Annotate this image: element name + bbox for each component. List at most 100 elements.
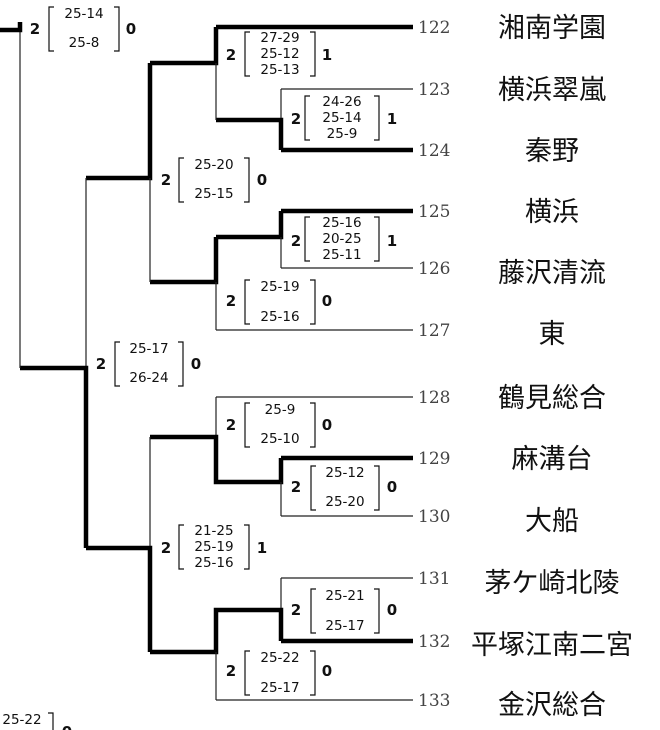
connector-upper-qf-win [86,63,153,181]
bracket-left [48,6,54,52]
bracket-left [304,216,310,262]
bracket-right [374,216,380,262]
bracket-left [178,524,184,570]
team-number: 123 [418,80,450,100]
match-score-129-130: 2 25-12 25-20 0 [291,465,397,511]
team-number: 126 [418,259,450,279]
set-score: 25-17 [260,680,299,696]
team-name: 茅ケ崎北陵 [485,568,620,599]
team-number: 128 [418,388,450,408]
match-score-bottom-partial: 25-22 0 [2,712,72,730]
match-score-131-132: 2 25-21 25-17 0 [291,588,397,634]
set-score: 25-16 [260,309,299,325]
team-name: 横浜翠嵐 [498,75,606,106]
team-name: 金沢総合 [498,690,606,721]
sets-won-loser: 1 [387,110,397,128]
bracket-right [310,31,316,77]
connector-lower-qf-win [86,545,153,652]
set-score: 25-14 [322,110,361,126]
match-score-132-133: 2 25-22 25-17 0 [226,650,332,696]
bracket-left [244,650,250,696]
sets-won-winner: 2 [30,20,40,38]
bracket-left [244,402,250,448]
bracket-right [244,524,250,570]
set-score: 25-16 [194,555,233,571]
team-number: 130 [418,507,450,527]
bracket-left [114,341,120,387]
bracket-right [310,402,316,448]
bracket-left [310,588,316,634]
connector-122-win [150,27,219,66]
sets-won-loser: 0 [257,171,267,189]
connector-sf-win [20,365,89,548]
set-score: 25-19 [260,279,299,295]
sets-won-winner: 2 [161,171,171,189]
connector-125-127-win [150,237,219,285]
sets-won-winner: 2 [96,355,106,373]
team-name: 大船 [525,506,579,537]
set-score: 25-12 [325,465,364,481]
bracket-left [244,279,250,325]
sets-won-winner: 2 [226,292,236,310]
set-score: 25-12 [260,46,299,62]
sets-won-loser: 1 [257,539,267,557]
sets-won-winner: 2 [291,232,301,250]
bracket-right [374,465,380,511]
team-number: 124 [418,141,450,161]
set-score: 25-22 [260,650,299,666]
bracket-right [178,341,184,387]
set-score: 20-25 [322,231,361,247]
sets-won-winner: 2 [226,46,236,64]
connector-125-126-win [216,211,284,240]
bracket-left [178,157,184,203]
sets-won-loser: 0 [126,20,136,38]
team-name: 秦野 [525,136,579,167]
team-name: 湘南学園 [498,13,606,44]
set-score: 25-20 [194,157,233,173]
bracket-lines [0,22,413,701]
bracket-left [244,31,250,77]
team-number: 132 [418,632,450,652]
match-score-upper-qf: 2 25-20 25-15 0 [161,157,267,203]
connector-123-124-win [216,117,284,150]
team-name: 麻溝台 [512,444,593,475]
bracket-right [374,95,380,141]
set-score: 25-20 [325,494,364,510]
sets-won-loser: 0 [191,355,201,373]
sets-won-winner: 2 [161,539,171,557]
team-name: 藤沢清流 [498,258,606,289]
team-list: 122 湘南学園 123 横浜翠嵐 124 秦野 125 横浜 126 藤沢清流… [418,13,633,721]
set-score: 25-17 [129,341,168,357]
connector-top-left-win [0,22,23,33]
bracket-right [374,588,380,634]
set-score: 25-17 [325,618,364,634]
sets-won-winner: 2 [291,478,301,496]
sets-won-loser: 0 [322,662,332,680]
team-name: 平塚江南二宮 [471,630,633,661]
set-score: 26-24 [129,370,168,386]
team-number: 127 [418,321,450,341]
set-score: 25-10 [260,431,299,447]
bracket-right [310,650,316,696]
set-score: 25-19 [194,539,233,555]
match-score-122: 2 27-29 25-12 25-13 1 [226,30,332,78]
set-score: 25-13 [260,62,299,78]
team-number: 129 [418,449,450,469]
team-number: 122 [418,18,450,38]
set-score: 25-14 [64,6,103,22]
set-score: 25-9 [265,402,296,418]
set-score: 24-26 [322,94,361,110]
team-name: 鶴見総合 [498,383,606,414]
match-score-125-127: 2 25-19 25-16 0 [226,279,332,325]
bracket-left [304,95,310,141]
set-score: 21-25 [194,523,233,539]
team-name: 横浜 [525,197,579,228]
sets-won-winner: 2 [226,662,236,680]
team-number: 133 [418,691,450,711]
match-score-128-129: 2 25-9 25-10 0 [226,402,332,448]
bracket-right [310,279,316,325]
sets-won-loser: 1 [322,46,332,64]
sets-won-loser: 0 [387,478,397,496]
sets-won-winner: 2 [291,601,301,619]
